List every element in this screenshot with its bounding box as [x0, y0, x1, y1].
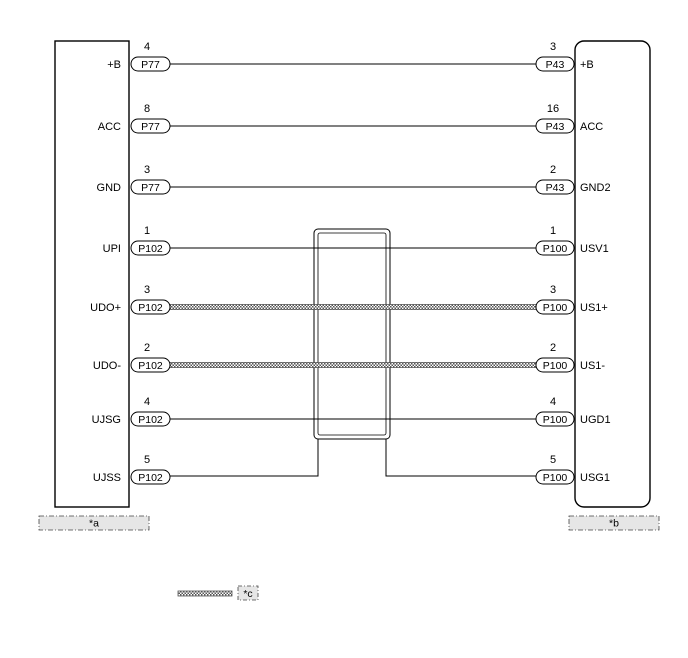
- shield-drain-right: [385, 439, 536, 477]
- left-connector-label: P77: [141, 121, 160, 133]
- left-connector: [130, 357, 171, 373]
- shielded-wire-line: [169, 362, 537, 368]
- left-pin-number: 3: [144, 284, 150, 296]
- right-component-box: [574, 40, 651, 508]
- left-pin-number: 4: [144, 396, 150, 408]
- right-component-tag-text: *b: [609, 518, 619, 530]
- right-terminal-label: +B: [580, 59, 594, 71]
- right-pin-number: 16: [547, 103, 559, 115]
- left-connector-label: P77: [141, 182, 160, 194]
- left-terminal-label: GND: [97, 182, 122, 194]
- left-component-tag-text: *a: [89, 518, 99, 530]
- right-terminal-label: USV1: [580, 243, 609, 255]
- right-connector-label: P100: [543, 243, 568, 255]
- right-terminal-label: ACC: [580, 121, 603, 133]
- right-connector-label: P43: [546, 121, 565, 133]
- right-connector-label: P100: [543, 472, 568, 484]
- right-terminal-label: US1+: [580, 302, 608, 314]
- left-pin-number: 2: [144, 342, 150, 354]
- left-pin-number: 3: [144, 164, 150, 176]
- right-connector-label: P100: [543, 414, 568, 426]
- right-connector: [535, 299, 575, 315]
- left-component-box: [54, 40, 130, 508]
- left-pin-number: 8: [144, 103, 150, 115]
- left-connector: [130, 56, 171, 72]
- left-connector: [130, 240, 171, 256]
- legend-shielded-wire-swatch: [177, 590, 233, 597]
- right-connector-label: P100: [543, 302, 568, 314]
- left-pin-number: 1: [144, 225, 150, 237]
- left-connector-label: P102: [138, 472, 163, 484]
- right-terminal-label: GND2: [580, 182, 611, 194]
- left-connector: [130, 118, 171, 134]
- right-connector-label: P100: [543, 360, 568, 372]
- right-connector: [535, 240, 575, 256]
- right-terminal-label: UGD1: [580, 414, 611, 426]
- left-connector: [130, 411, 171, 427]
- left-pin-number: 5: [144, 454, 150, 466]
- right-connector: [535, 56, 575, 72]
- left-connector-label: P102: [138, 243, 163, 255]
- wire-1: P77 P43 4 3 +B +B: [107, 41, 594, 72]
- right-connector: [535, 411, 575, 427]
- left-component-tag: *a: [38, 515, 150, 531]
- left-terminal-label: UJSS: [93, 472, 121, 484]
- left-pin-number: 4: [144, 41, 150, 53]
- shielded-wire-line: [169, 304, 537, 310]
- right-pin-number: 5: [550, 454, 556, 466]
- right-connector: [535, 179, 575, 195]
- right-terminal-label: USG1: [580, 472, 610, 484]
- left-connector-label: P102: [138, 302, 163, 314]
- left-connector-label: P77: [141, 59, 160, 71]
- shield-tube-outer: [313, 228, 391, 440]
- legend-tag-text: *c: [243, 588, 252, 600]
- left-terminal-label: UDO+: [90, 302, 121, 314]
- right-pin-number: 4: [550, 396, 556, 408]
- left-terminal-label: UJSG: [92, 414, 121, 426]
- right-connector-label: P43: [546, 59, 565, 71]
- left-terminal-label: UPI: [103, 243, 121, 255]
- right-pin-number: 3: [550, 284, 556, 296]
- right-pin-number: 2: [550, 164, 556, 176]
- left-connector-label: P102: [138, 360, 163, 372]
- left-connector: [130, 299, 171, 315]
- right-connector: [535, 118, 575, 134]
- left-terminal-label: +B: [107, 59, 121, 71]
- right-connector: [535, 469, 575, 485]
- shield-tube-inner: [317, 232, 387, 436]
- right-pin-number: 1: [550, 225, 556, 237]
- left-connector: [130, 179, 171, 195]
- left-terminal-label: ACC: [98, 121, 121, 133]
- right-connector: [535, 357, 575, 373]
- left-connector: [130, 469, 171, 485]
- left-connector-label: P102: [138, 414, 163, 426]
- right-terminal-label: US1-: [580, 360, 605, 372]
- right-pin-number: 3: [550, 41, 556, 53]
- right-pin-number: 2: [550, 342, 556, 354]
- legend: *c: [177, 585, 259, 601]
- right-component-tag: *b: [568, 515, 660, 531]
- shield-drain-left: [170, 439, 319, 477]
- right-connector-label: P43: [546, 182, 565, 194]
- left-terminal-label: UDO-: [93, 360, 121, 372]
